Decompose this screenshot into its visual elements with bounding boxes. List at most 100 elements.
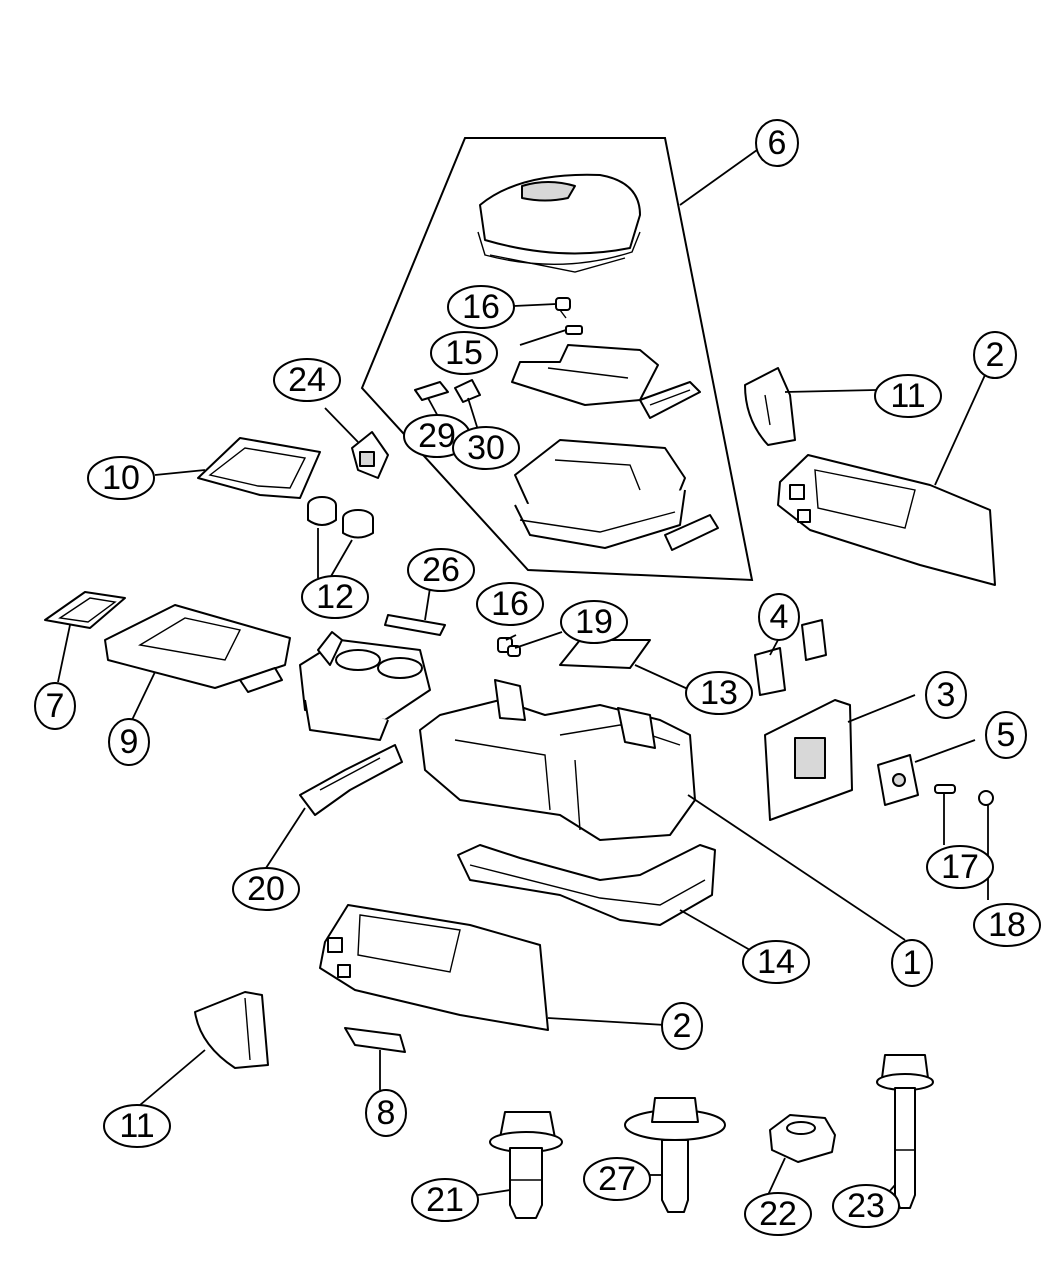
callout-13-label: 13: [700, 674, 738, 712]
callout-1-label: 1: [903, 944, 922, 982]
leader-lines: [57, 149, 989, 1201]
cupholder-insert-right: [342, 509, 374, 539]
callout-4: 4: [758, 593, 800, 641]
bracket-20: [299, 744, 403, 816]
switch-5: [877, 754, 919, 806]
callout-21: 21: [411, 1178, 479, 1222]
callout-5: 5: [985, 711, 1027, 759]
armrest-lid: [477, 173, 641, 273]
callout-20-label: 20: [247, 870, 285, 908]
bolt-27: [624, 1097, 726, 1213]
callout-23-label: 23: [847, 1187, 885, 1225]
side-panel-upper: [777, 454, 996, 586]
callout-22-label: 22: [759, 1195, 797, 1233]
callout-18: 18: [973, 903, 1041, 947]
callout-29-label: 29: [418, 417, 456, 455]
screw-15: [565, 325, 583, 335]
callout-6: 6: [755, 119, 799, 167]
callout-26: 26: [407, 548, 475, 592]
clip-19: [507, 645, 521, 657]
callout-3: 3: [925, 671, 967, 719]
callout-24-label: 24: [288, 361, 326, 399]
assembly-6-outline: [360, 137, 754, 582]
callout-10: 10: [87, 456, 155, 500]
callout-11-lower: 11: [103, 1104, 171, 1148]
bolt-21: [489, 1111, 563, 1219]
console-base: [419, 679, 696, 841]
hinge-bracket: [639, 381, 701, 419]
callout-26-label: 26: [422, 551, 460, 589]
callout-2-upper: 2: [973, 331, 1017, 379]
switch-24: [351, 431, 389, 479]
callout-12-label: 12: [316, 578, 354, 616]
storage-bin: [514, 439, 686, 549]
callout-19: 19: [560, 600, 628, 644]
callout-27: 27: [583, 1157, 651, 1201]
callout-4-label: 4: [770, 598, 789, 636]
callout-1: 1: [891, 939, 933, 987]
callout-2-lower: 2: [661, 1002, 703, 1050]
mat-26: [384, 614, 446, 636]
trim-bezel-upper: [744, 367, 796, 446]
callout-7-label: 7: [46, 687, 65, 725]
callout-16-lower: 16: [476, 582, 544, 626]
clip-16-upper: [555, 297, 571, 319]
mat-13: [559, 639, 651, 669]
callout-17: 17: [926, 845, 994, 889]
shifter-cupholder-assembly: [299, 631, 431, 741]
callout-15: 15: [430, 331, 498, 375]
callout-18-label: 18: [988, 906, 1026, 944]
callout-8-label: 8: [377, 1094, 396, 1132]
callout-21-label: 21: [426, 1181, 464, 1219]
callout-11-upper: 11: [874, 374, 942, 418]
pad-8: [344, 1027, 406, 1053]
callout-2-lower-label: 2: [673, 1007, 692, 1045]
callout-20: 20: [232, 867, 300, 911]
callout-13: 13: [685, 671, 753, 715]
callout-10-label: 10: [102, 459, 140, 497]
tray-10: [197, 437, 321, 499]
callout-14-label: 14: [757, 943, 795, 981]
callout-2-upper-label: 2: [986, 336, 1005, 374]
callout-7: 7: [34, 682, 76, 730]
callout-30-label: 30: [467, 429, 505, 467]
callout-16-upper-label: 16: [462, 288, 500, 326]
callout-15-label: 15: [445, 334, 483, 372]
callout-9-label: 9: [120, 723, 139, 761]
callout-14: 14: [742, 940, 810, 984]
bin-bracket: [664, 514, 719, 551]
callout-23: 23: [832, 1184, 900, 1228]
callout-30: 30: [452, 426, 520, 470]
callout-6-label: 6: [768, 124, 787, 162]
callout-16-lower-label: 16: [491, 585, 529, 623]
nut-18: [978, 790, 994, 806]
side-panel-lower: [319, 904, 549, 1031]
bezel-3: [764, 699, 853, 821]
callout-27-label: 27: [598, 1160, 636, 1198]
duct-14: [457, 844, 716, 926]
latch-29: [414, 381, 449, 401]
tray-7: [44, 591, 126, 629]
callout-3-label: 3: [937, 676, 956, 714]
trim-bezel-lower: [194, 991, 269, 1069]
latch-30: [454, 379, 481, 403]
callout-12: 12: [301, 575, 369, 619]
nut-22: [769, 1114, 836, 1163]
callout-24: 24: [273, 358, 341, 402]
callout-8: 8: [365, 1089, 407, 1137]
callout-17-label: 17: [941, 848, 979, 886]
callout-11-upper-label: 11: [890, 377, 925, 415]
callout-16-upper: 16: [447, 285, 515, 329]
switch-4: [754, 619, 827, 696]
liner-mat: [511, 344, 659, 406]
callout-5-label: 5: [997, 716, 1016, 754]
callout-22: 22: [744, 1192, 812, 1236]
bolt-23: [876, 1054, 934, 1209]
cupholder-insert-left: [307, 496, 337, 526]
callout-9: 9: [108, 718, 150, 766]
callout-11-lower-label: 11: [119, 1107, 154, 1145]
callout-19-label: 19: [575, 603, 613, 641]
console-trim-9: [104, 604, 291, 693]
bulb-17: [934, 784, 956, 794]
